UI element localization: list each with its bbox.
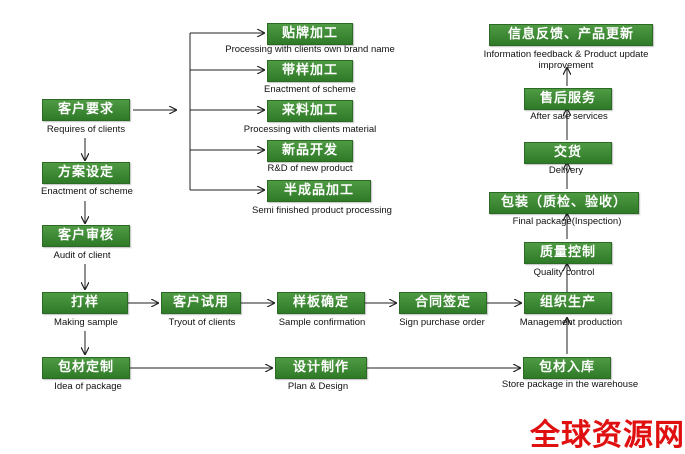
caption-sample-confirm: Sample confirmation (278, 317, 366, 328)
caption-semi-finished: Semi finished product processing (252, 205, 392, 216)
node-new-product: 新品开发 (267, 140, 353, 162)
caption-client-audit: Audit of client (53, 250, 111, 261)
caption-sample-processing: Enactment of scheme (264, 84, 356, 95)
node-sample-processing: 带样加工 (267, 60, 353, 82)
caption-design: Plan & Design (287, 381, 349, 392)
node-production: 组织生产 (524, 292, 612, 314)
caption-final-package: Final package(Inspection) (512, 216, 622, 227)
caption-quality-control: Quality control (533, 267, 595, 278)
caption-client-requires: Requires of clients (46, 124, 126, 135)
caption-making-sample: Making sample (54, 317, 118, 328)
caption-brand-processing: Processing with clients own brand name (225, 44, 395, 55)
node-after-sale: 售后服务 (524, 88, 612, 110)
caption-new-product: R&D of new product (267, 163, 353, 174)
node-design: 设计制作 (275, 357, 367, 379)
caption-package-custom: Idea of package (54, 381, 122, 392)
node-delivery: 交货 (524, 142, 612, 164)
node-client-requires: 客户要求 (42, 99, 130, 121)
caption-production: Management production (519, 317, 623, 328)
node-package-store: 包材入库 (523, 357, 611, 379)
watermark-text: 全球资源网 (530, 418, 685, 453)
caption-contract-sign: Sign purchase order (399, 317, 485, 328)
caption-after-sale: After sale services (530, 111, 608, 122)
node-sample-confirm: 样板确定 (277, 292, 365, 314)
node-making-sample: 打样 (42, 292, 128, 314)
caption-feedback-update: Information feedback & Product update im… (483, 49, 649, 71)
caption-client-tryout: Tryout of clients (168, 317, 236, 328)
caption-package-store: Store package in the warehouse (501, 379, 639, 390)
node-client-audit: 客户审核 (42, 225, 130, 247)
node-contract-sign: 合同签定 (399, 292, 487, 314)
caption-material-processing: Processing with clients material (243, 124, 377, 135)
node-scheme-setting: 方案设定 (42, 162, 130, 184)
caption-delivery: Delivery (548, 165, 584, 176)
node-quality-control: 质量控制 (524, 242, 612, 264)
node-material-processing: 来料加工 (267, 100, 353, 122)
node-final-package: 包装（质检、验收） (489, 192, 639, 214)
node-brand-processing: 贴牌加工 (267, 23, 353, 45)
node-package-custom: 包材定制 (42, 357, 130, 379)
node-client-tryout: 客户试用 (161, 292, 241, 314)
node-semi-finished: 半成品加工 (267, 180, 371, 202)
caption-scheme-setting: Enactment of scheme (41, 186, 133, 197)
node-feedback-update: 信息反馈、产品更新 (489, 24, 653, 46)
